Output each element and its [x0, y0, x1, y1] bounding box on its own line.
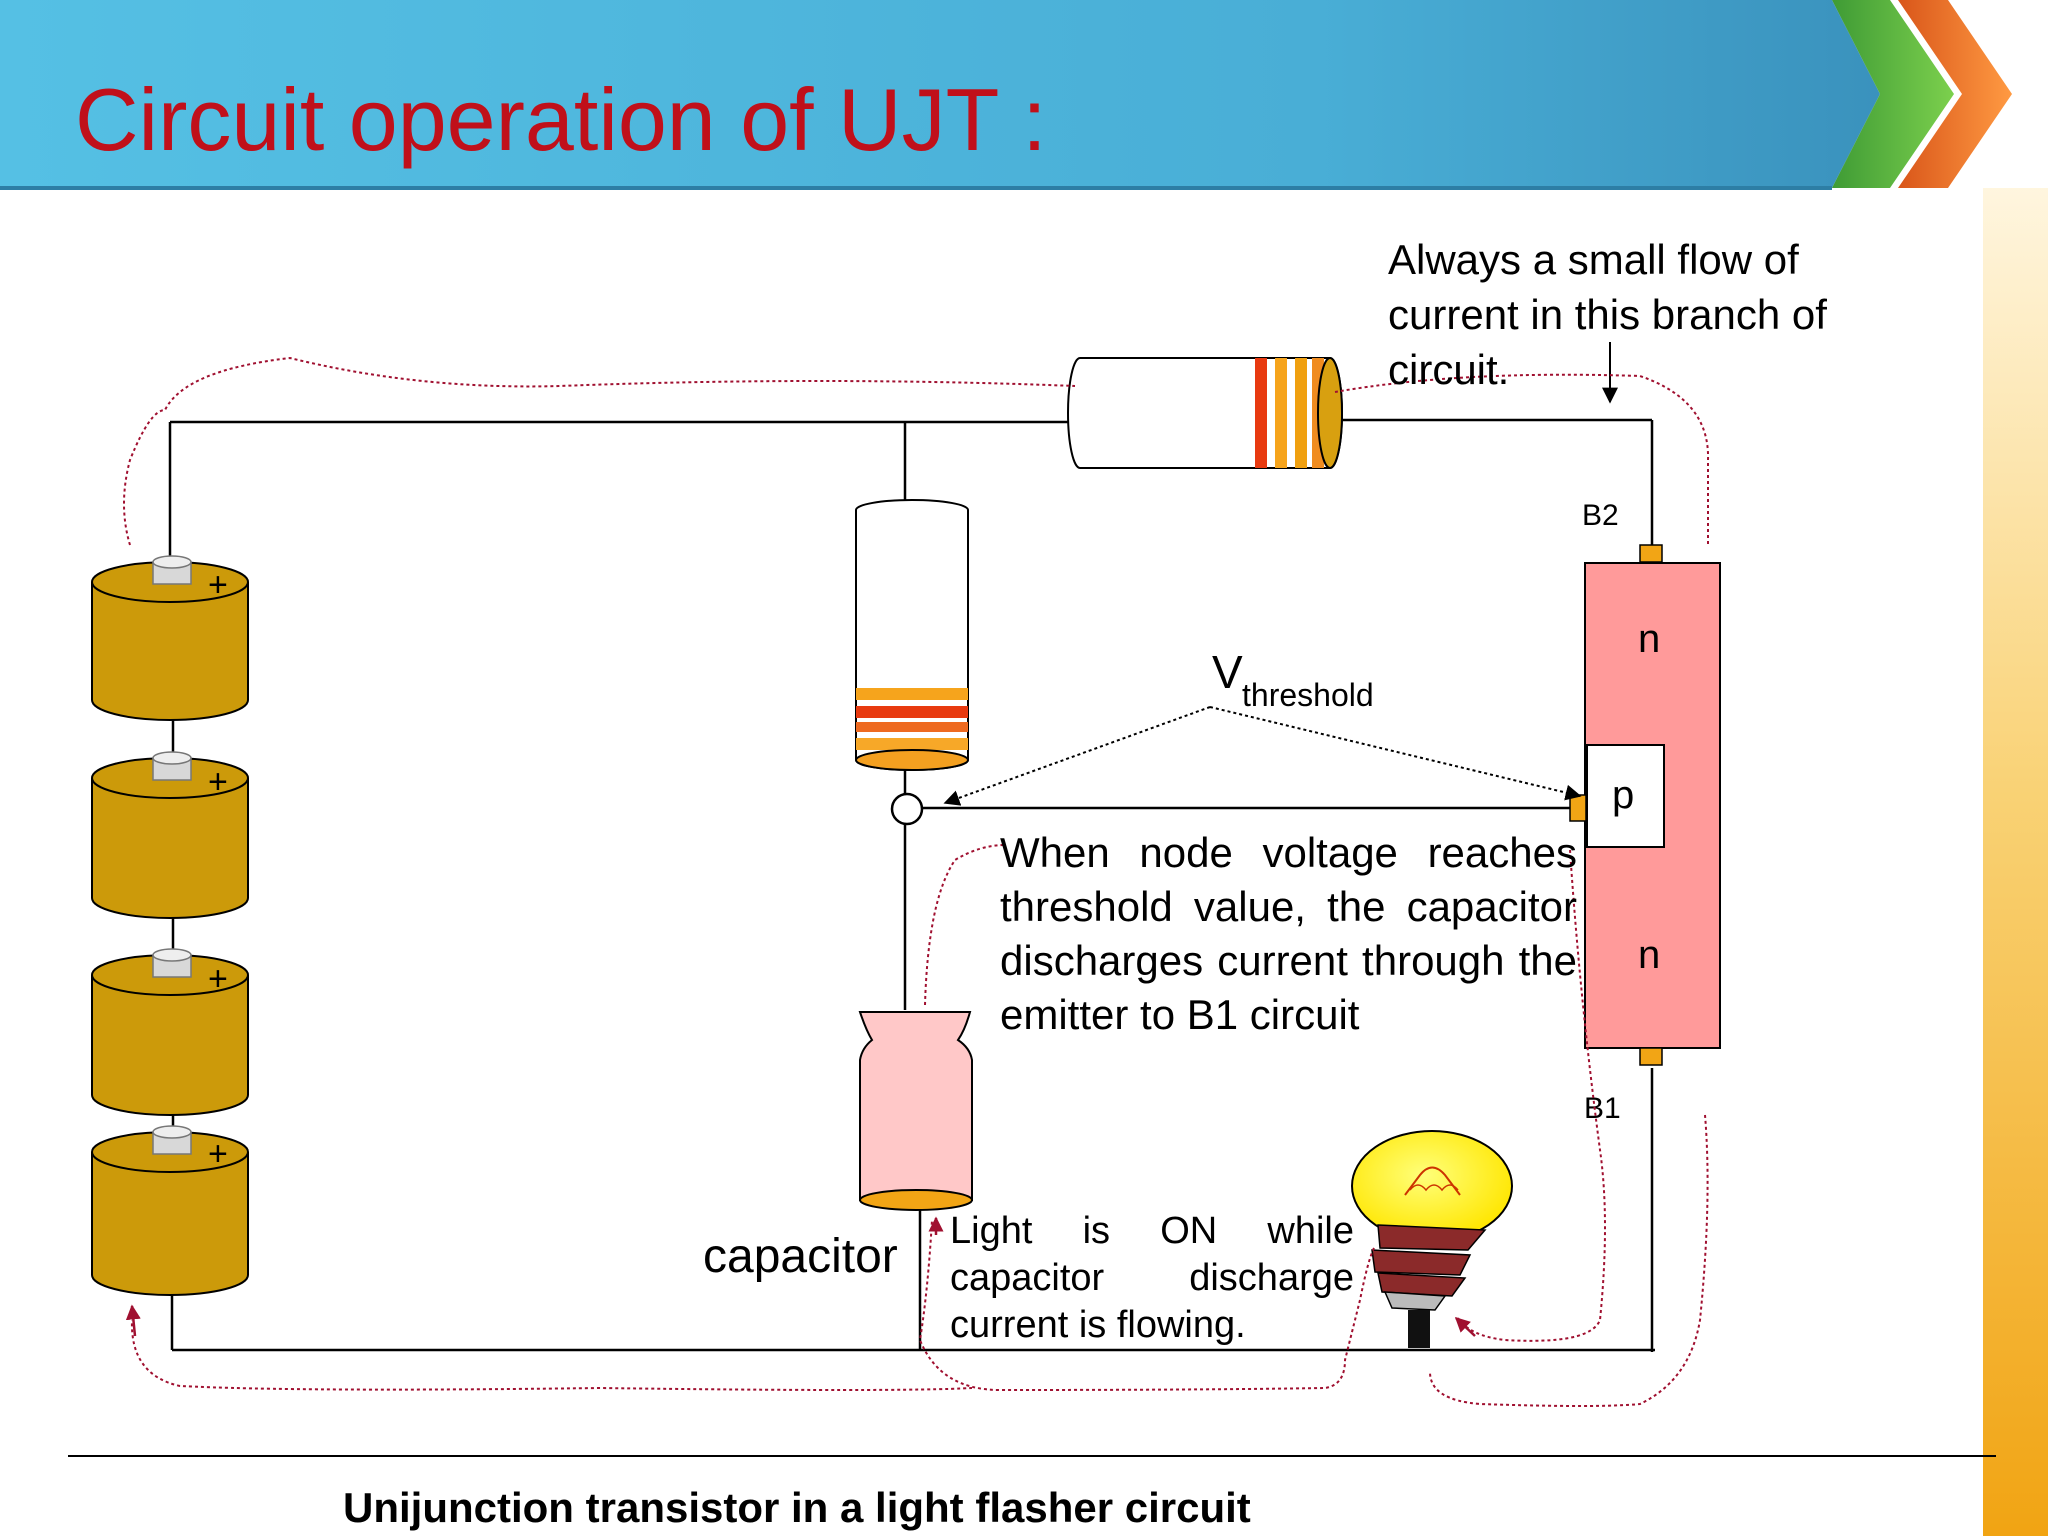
light-on-note: Light is ON while capacitor discharge cu… — [950, 1210, 1354, 1346]
resistor-icon — [1067, 357, 1343, 469]
threshold-indicator — [943, 706, 1582, 806]
battery-icon — [91, 1125, 249, 1296]
discharge-note: When node voltage reaches threshold valu… — [1000, 829, 1577, 1038]
b2-label: B2 — [1582, 499, 1619, 532]
battery-stack: + + + + — [91, 555, 249, 1296]
current-path — [123, 356, 1710, 1407]
b1-label: B1 — [1584, 1092, 1621, 1125]
slide-caption: Unijunction transistor in a light flashe… — [343, 1484, 1251, 1531]
ujt-n-top-label: n — [1638, 617, 1660, 661]
light-bulb-icon — [1351, 1130, 1513, 1348]
junction-node — [890, 792, 924, 826]
orange-chevron-icon — [1898, 0, 2012, 188]
ujt-n-bottom-label: n — [1638, 933, 1660, 977]
ujt-icon — [1569, 544, 1721, 1066]
capacitor-label: capacitor — [703, 1230, 898, 1283]
side-accent-bar — [1983, 180, 2048, 1536]
green-chevron-icon — [1832, 0, 1954, 188]
title-banner — [0, 0, 2048, 190]
battery-icon — [91, 555, 249, 721]
capacitor-icon — [858, 1011, 973, 1211]
battery-plus-label: + — [208, 1135, 228, 1173]
battery-plus-label: + — [208, 566, 228, 604]
resistor-icon — [855, 499, 969, 771]
branch-current-note: Always a small flow of current in this b… — [1388, 236, 1827, 393]
ujt-p-label: p — [1612, 773, 1634, 817]
battery-plus-label: + — [208, 960, 228, 998]
battery-icon — [91, 948, 249, 1116]
threshold-label: threshold — [1242, 677, 1374, 713]
circuit-wires — [168, 418, 1655, 1352]
battery-plus-label: + — [208, 763, 228, 801]
current-arrow — [125, 1304, 141, 1337]
slide-title: Circuit operation of UJT : — [75, 70, 1047, 169]
v-label: V — [1212, 646, 1243, 698]
current-arrow — [1454, 1316, 1476, 1337]
battery-icon — [91, 751, 249, 919]
